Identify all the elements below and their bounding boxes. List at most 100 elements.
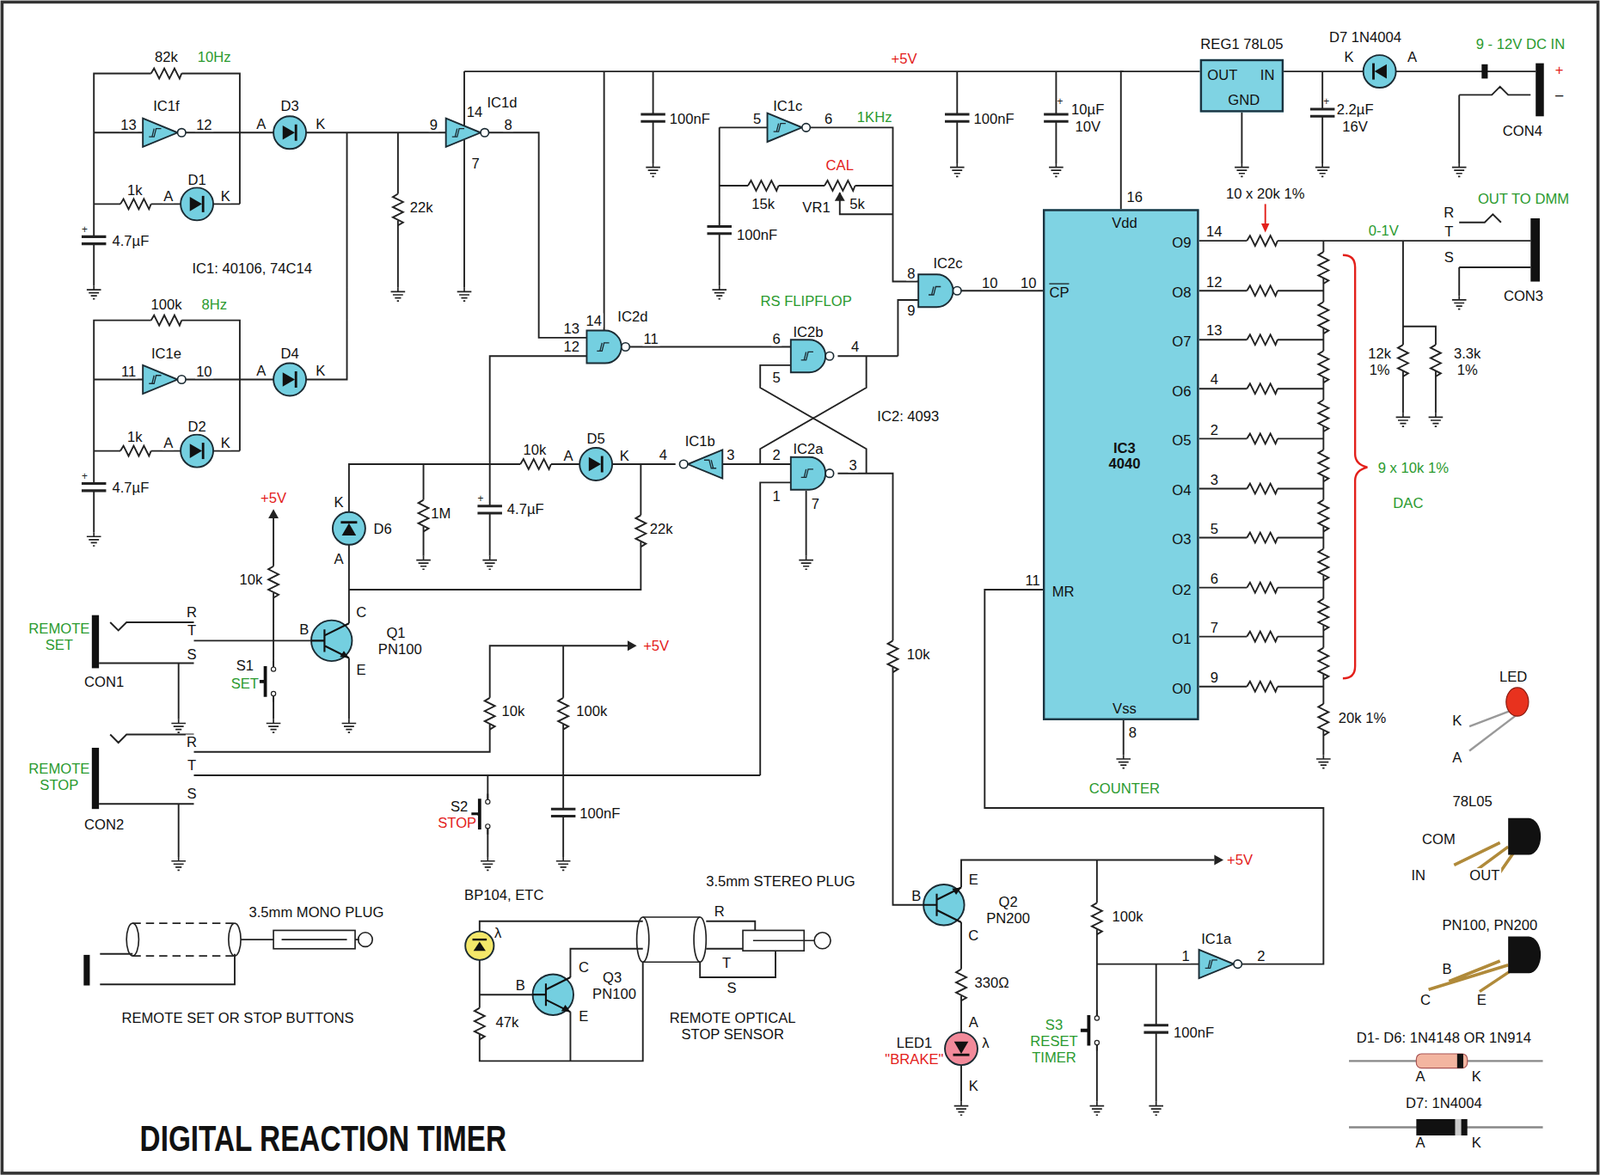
schematic-use bbox=[1397, 344, 1410, 377]
label: 100k bbox=[1110, 908, 1144, 924]
schematic-ellipse bbox=[693, 917, 706, 963]
label: K bbox=[220, 189, 232, 204]
label: D6 bbox=[372, 521, 393, 536]
label: 10k bbox=[500, 704, 526, 719]
label: SET bbox=[229, 676, 260, 692]
label: IC2b bbox=[791, 324, 824, 339]
schematic-path bbox=[281, 938, 348, 941]
schematic-use bbox=[273, 363, 307, 397]
schematic-use bbox=[790, 339, 834, 373]
label: 3 bbox=[725, 447, 736, 463]
label: B bbox=[514, 978, 527, 994]
schematic-use bbox=[1246, 582, 1278, 595]
label: Q2 bbox=[997, 895, 1019, 910]
label: 0-1V bbox=[1367, 223, 1400, 239]
label: 4.7µF bbox=[110, 480, 150, 496]
label: 6 bbox=[1209, 571, 1220, 587]
part-illustrations bbox=[1348, 687, 1544, 1136]
label: D1- D6: 1N4148 OR 1N914 bbox=[1355, 1030, 1533, 1046]
schematic-use bbox=[918, 274, 962, 307]
schematic-use bbox=[747, 179, 779, 192]
label: 82k bbox=[153, 49, 179, 65]
label: LED bbox=[1498, 669, 1529, 685]
label: 10k bbox=[521, 442, 547, 458]
label: 5k bbox=[848, 196, 866, 212]
schematic-use bbox=[1317, 399, 1330, 432]
pin-name: O4 bbox=[1171, 483, 1191, 498]
label: C bbox=[577, 960, 590, 975]
ic-name: IC3 4040 bbox=[1103, 441, 1147, 472]
schematic-use bbox=[1091, 902, 1104, 935]
label: S bbox=[1443, 250, 1455, 265]
pin-name: Vdd bbox=[1111, 215, 1138, 231]
schematic-path bbox=[954, 1042, 969, 1055]
label: 14 bbox=[584, 312, 603, 328]
schematic-use bbox=[268, 508, 279, 519]
label: 9 bbox=[1209, 670, 1220, 686]
label: 13 bbox=[1205, 323, 1224, 338]
pin-name: O7 bbox=[1171, 334, 1191, 350]
label: 4 bbox=[658, 447, 669, 463]
label: IC1b bbox=[683, 433, 716, 448]
label: IC2a bbox=[791, 441, 824, 457]
schematic-circle bbox=[944, 1032, 978, 1066]
pin-name: O0 bbox=[1171, 680, 1191, 696]
schematic-use bbox=[1246, 284, 1278, 297]
label: 10Hz bbox=[196, 49, 233, 65]
label: 1k bbox=[126, 429, 144, 445]
label: 12 bbox=[562, 339, 581, 355]
label: RESET bbox=[1029, 1033, 1079, 1049]
label: K bbox=[314, 116, 326, 131]
pin-name: MR bbox=[1052, 584, 1075, 600]
schematic-use bbox=[142, 118, 186, 148]
schematic-use bbox=[473, 1008, 486, 1041]
label: 14 bbox=[465, 104, 484, 120]
label: SET bbox=[43, 637, 74, 653]
label: IC2c bbox=[931, 256, 964, 271]
schematic-path bbox=[93, 71, 1536, 1103]
label: 7 bbox=[1209, 620, 1220, 636]
label: CAL bbox=[824, 158, 855, 173]
schematic-use bbox=[834, 191, 846, 202]
label: 20k 1% bbox=[1337, 711, 1388, 726]
label: 10 bbox=[195, 364, 214, 380]
label: COM bbox=[1421, 831, 1457, 846]
schematic-rect bbox=[1535, 63, 1544, 117]
label: 9 bbox=[429, 116, 440, 132]
schematic-use bbox=[1246, 630, 1278, 643]
schematic-use bbox=[533, 974, 574, 1015]
label: E bbox=[577, 1009, 589, 1024]
label: 5 bbox=[771, 370, 782, 386]
label: 2 bbox=[771, 447, 782, 463]
schematic-path bbox=[472, 938, 488, 941]
schematic-use bbox=[273, 116, 307, 149]
label: D5 bbox=[585, 431, 607, 447]
polarity-mark: + bbox=[81, 223, 88, 236]
label: D7: 1N4004 bbox=[1404, 1096, 1484, 1111]
label: 13 bbox=[119, 116, 138, 132]
label: T bbox=[721, 956, 733, 971]
schematic-use bbox=[627, 640, 638, 651]
label: E bbox=[968, 872, 980, 888]
schematic-use bbox=[1317, 301, 1330, 334]
label: 3.5mm STEREO PLUG bbox=[704, 874, 857, 889]
label: PN200 bbox=[985, 911, 1031, 926]
schematic-use bbox=[311, 620, 352, 662]
label: REMOTE OPTICAL bbox=[668, 1011, 797, 1026]
schematic-use bbox=[556, 857, 571, 871]
schematic-use bbox=[480, 857, 496, 871]
schematic-use bbox=[586, 331, 630, 364]
label: STOP bbox=[436, 815, 478, 830]
schematic-use bbox=[1428, 413, 1444, 427]
schematic-use bbox=[1148, 1102, 1164, 1116]
label: 10k bbox=[906, 646, 932, 662]
schematic-use bbox=[824, 179, 856, 192]
schematic-use bbox=[1317, 704, 1330, 736]
schematic-use bbox=[1080, 1010, 1101, 1051]
schematic-use bbox=[342, 719, 357, 733]
schematic-use bbox=[391, 288, 406, 301]
schematic-path bbox=[473, 941, 486, 951]
schematic-use bbox=[142, 365, 186, 394]
label: 6 bbox=[771, 331, 782, 347]
schematic-use bbox=[1452, 295, 1467, 309]
